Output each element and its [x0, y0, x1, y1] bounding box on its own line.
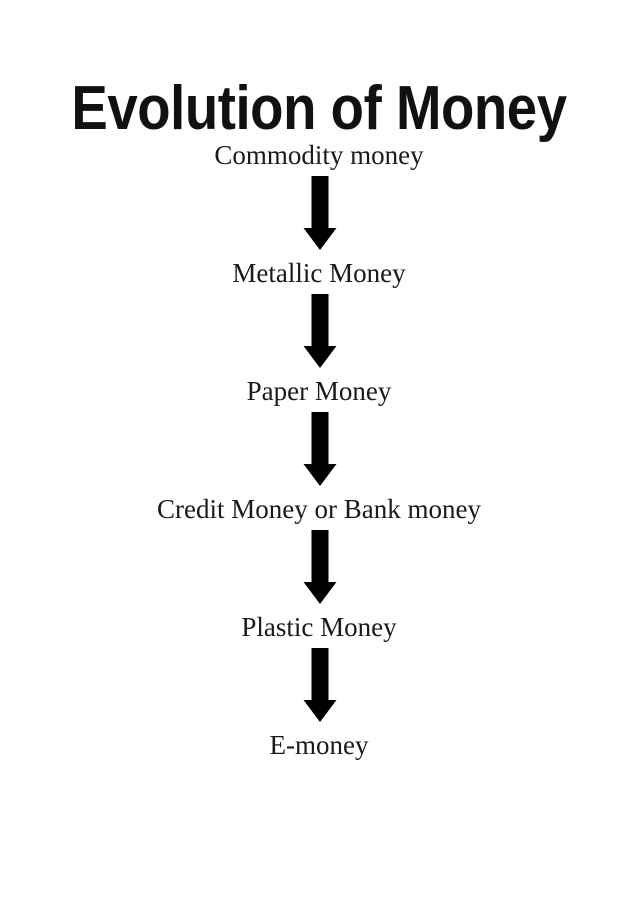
page-title: Evolution of Money — [71, 74, 567, 143]
flow-node-metallic-money: Metallic Money — [232, 258, 406, 288]
flow-node-paper-money: Paper Money — [246, 376, 392, 406]
down-arrow-icon — [300, 648, 340, 724]
evolution-flow: Commodity money Metallic Money Paper Mon… — [0, 138, 638, 762]
down-arrow-icon — [300, 294, 340, 370]
flow-node-plastic-money: Plastic Money — [241, 612, 397, 642]
flow-node-commodity-money: Commodity money — [214, 140, 424, 170]
flow-node-credit-money: Credit Money or Bank money — [157, 494, 481, 524]
down-arrow-icon — [300, 412, 340, 488]
down-arrow-icon — [300, 176, 340, 252]
down-arrow-icon — [300, 530, 340, 606]
flow-node-e-money: E-money — [269, 730, 369, 760]
